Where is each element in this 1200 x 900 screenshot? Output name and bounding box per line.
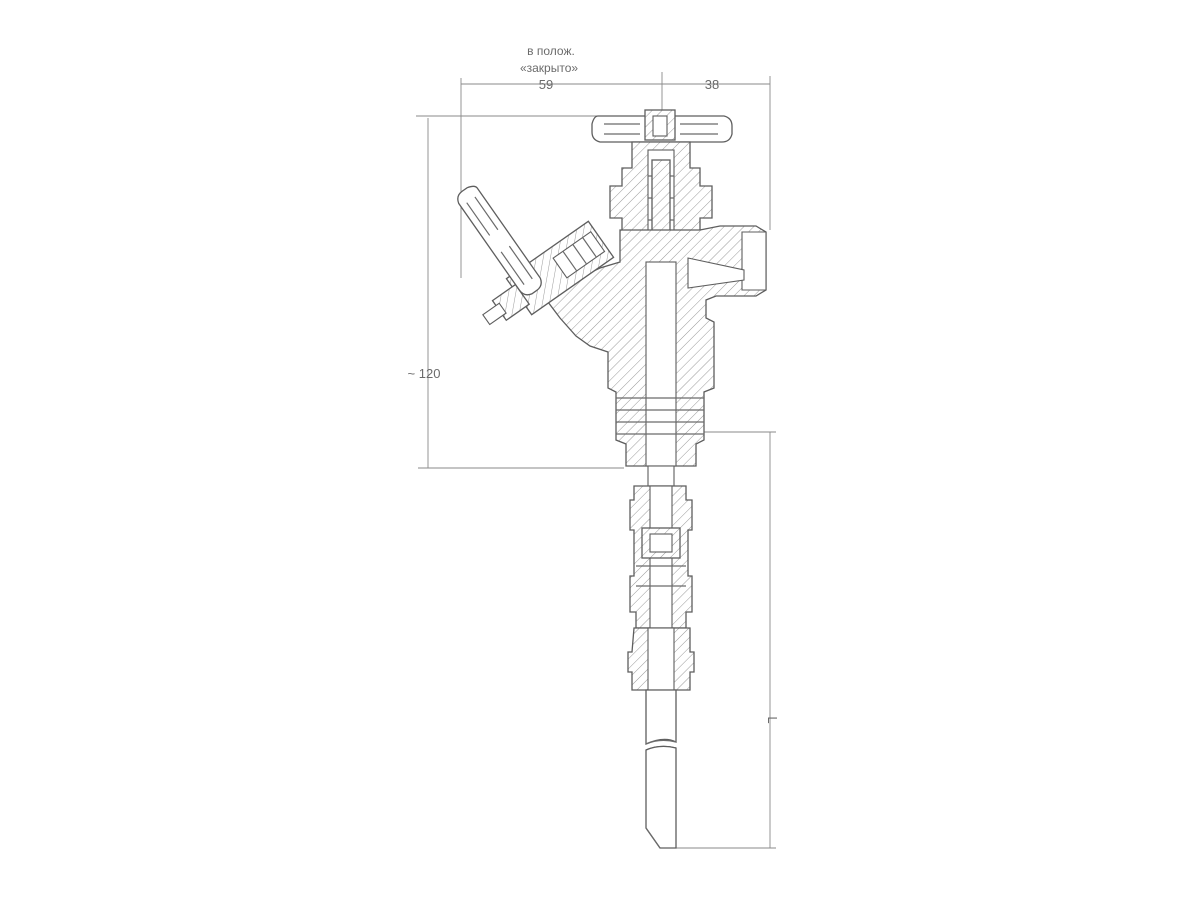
height-dimension: ~ 120: [408, 115, 624, 469]
lower-fitting: [627, 627, 695, 691]
dimension-length: L: [765, 716, 780, 723]
top-handwheel: [591, 109, 733, 143]
length-dimension: L: [672, 431, 780, 849]
dimension-left-width: 59: [539, 77, 553, 92]
position-note-line2: «закрыто»: [520, 61, 578, 75]
dimension-height: ~ 120: [408, 366, 441, 381]
probe-tube: [645, 689, 677, 849]
top-dimension: 59 38: [460, 72, 771, 278]
valve-body: [547, 225, 767, 467]
side-handwheel: [457, 185, 542, 296]
position-note-line1: в полож.: [527, 44, 575, 58]
connector: [629, 465, 693, 629]
dimension-right-width: 38: [705, 77, 719, 92]
